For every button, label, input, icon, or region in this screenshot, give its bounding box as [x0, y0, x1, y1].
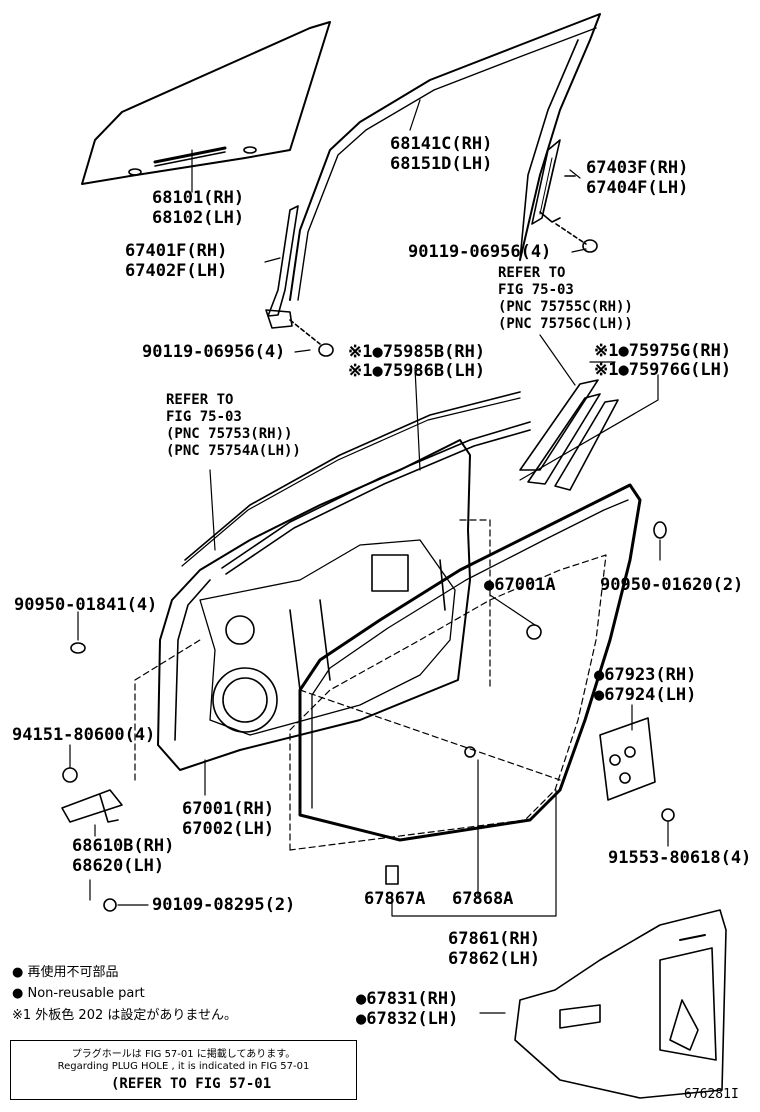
legend-jp: ● 再使用不可部品 [12, 965, 119, 980]
label-67867a: 67867A [364, 889, 426, 909]
label-90950-01841: 90950-01841(4) [14, 595, 158, 615]
label-67002: 67002(LH) [182, 819, 275, 839]
label-75976g: ※1●75976G(LH) [594, 360, 732, 380]
label-67403f: 67403F(RH) [586, 158, 689, 178]
label-67401f: 67401F(RH) [125, 241, 228, 261]
label-68101: 68101(RH) [152, 188, 245, 208]
label-75975g: ※1●75975G(RH) [594, 341, 732, 361]
refer-front-3: (PNC 75753(RH)) [166, 426, 293, 442]
refer-rear-2: FIG 75-03 [498, 282, 574, 298]
belt-moldings [181, 379, 619, 575]
label-67923: ●67923(RH) [594, 665, 697, 685]
label-67001a: ●67001A [484, 575, 556, 595]
label-67402f: 67402F(LH) [125, 261, 228, 281]
plug-note-en: Regarding PLUG HOLE , it is indicated in… [57, 1061, 310, 1072]
refer-front-4: (PNC 75754A(LH)) [166, 443, 301, 459]
inner-dashed-outline [134, 519, 607, 851]
refer-rear-3: (PNC 75755C(RH)) [498, 299, 633, 315]
label-75986b: ※1●75986B(LH) [348, 361, 486, 381]
plug-hole-note-box: プラグホールは FIG 57-01 に掲載してあります。 Regarding P… [10, 1040, 357, 1100]
label-screw-front: 90119-06956(4) [142, 342, 286, 362]
refer-front-1: REFER TO [166, 392, 234, 408]
run-channel [289, 13, 601, 301]
label-68141c: 68141C(RH) [390, 134, 493, 154]
label-67862: 67862(LH) [448, 949, 541, 969]
plug-note-jp: プラグホールは FIG 57-01 に掲載してあります。 [71, 1049, 296, 1060]
label-90109: 90109-08295(2) [152, 895, 296, 915]
rear-division-bar [531, 139, 598, 253]
legend-en: ● Non-reusable part [12, 986, 145, 1001]
label-67404f: 67404F(LH) [586, 178, 689, 198]
label-67924: ●67924(LH) [594, 685, 697, 705]
label-91553: 91553-80618(4) [608, 848, 752, 868]
label-90950-01620: 90950-01620(2) [600, 575, 744, 595]
plug-note-ref: (REFER TO FIG 57-01 [111, 1076, 272, 1092]
label-67001: 67001(RH) [182, 799, 275, 819]
label-68620: 68620(LH) [72, 856, 165, 876]
label-67832: ●67832(LH) [356, 1009, 459, 1029]
service-hole-cover [514, 909, 727, 1099]
label-68151d: 68151D(LH) [390, 154, 493, 174]
front-division-bar [265, 205, 334, 357]
legend-note: ※1 外板色 202 は設定がありません。 [12, 1008, 237, 1023]
label-screw-rear: 90119-06956(4) [408, 242, 552, 262]
figure-id: 676281I [684, 1087, 739, 1102]
refer-rear-1: REFER TO [498, 265, 566, 281]
refer-rear-4: (PNC 75756C(LH)) [498, 316, 633, 332]
label-75985b: ※1●75985B(RH) [348, 342, 486, 362]
door-glass [81, 21, 331, 185]
label-94151: 94151-80600(4) [12, 725, 156, 745]
label-67831: ●67831(RH) [356, 989, 459, 1009]
door-weatherstrip [298, 483, 642, 842]
door-inner-panel [157, 439, 471, 771]
label-68102: 68102(LH) [152, 208, 245, 228]
refer-front-2: FIG 75-03 [166, 409, 242, 425]
label-68610b: 68610B(RH) [72, 836, 175, 856]
leader-lines [69, 99, 669, 1014]
label-67861: 67861(RH) [448, 929, 541, 949]
label-67868a: 67868A [452, 889, 514, 909]
